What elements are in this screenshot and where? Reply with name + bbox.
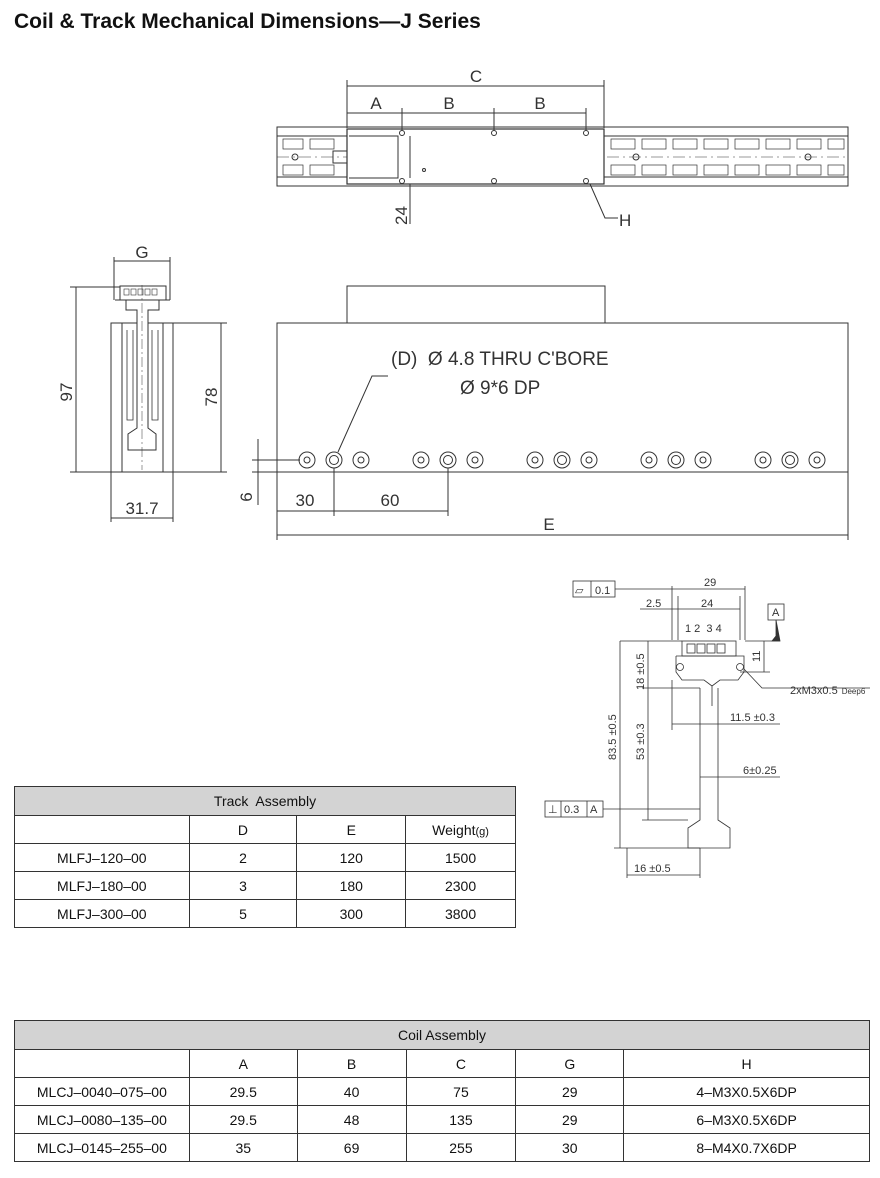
table-cell: 29.5 xyxy=(188,1077,298,1106)
track-assembly-table: Track Assembly D E Weight(g) MLFJ–120–00… xyxy=(14,786,516,928)
dim-78-label: 78 xyxy=(202,388,221,407)
table-cell: 3800 xyxy=(405,899,516,928)
detail-dim-16: 16 ±0.5 xyxy=(634,863,671,875)
table-cell: MLCJ–0040–075–00 xyxy=(14,1077,190,1106)
table-cell: 30 xyxy=(515,1133,625,1162)
bore-holes xyxy=(298,451,826,469)
perp-value: 0.3 xyxy=(564,804,579,816)
table-cell: 40 xyxy=(296,1077,407,1106)
top-view xyxy=(276,80,849,224)
column-header xyxy=(14,1049,190,1078)
table-cell: 5 xyxy=(188,899,298,928)
column-header: D xyxy=(188,815,298,844)
table-row: MLCJ–0080–135–00 29.5 48 135 29 6–M3X0.5… xyxy=(14,1105,870,1134)
table-cell: MLCJ–0080–135–00 xyxy=(14,1105,190,1134)
track-table-title: Track Assembly xyxy=(14,786,516,816)
dim-h-label: H xyxy=(619,211,631,230)
dim-c-label: C xyxy=(470,67,482,86)
table-cell: 35 xyxy=(188,1133,298,1162)
column-header: C xyxy=(405,1049,517,1078)
table-cell: 29 xyxy=(515,1077,625,1106)
dim-60-label: 60 xyxy=(381,491,400,510)
column-header: A xyxy=(188,1049,298,1078)
flatness-value: 0.1 xyxy=(595,585,610,597)
table-cell: MLFJ–300–00 xyxy=(14,899,190,928)
detail-dim-83-5: 83.5 ±0.5 xyxy=(607,714,619,760)
detail-dim-53: 53 ±0.3 xyxy=(635,723,647,760)
datum-a-label: A xyxy=(772,607,780,619)
table-row: MLCJ–0145–255–00 35 69 255 30 8–M4X0.7X6… xyxy=(14,1133,870,1162)
table-header-row: A B C G H xyxy=(14,1049,870,1078)
table-row: MLCJ–0040–075–00 29.5 40 75 29 4–M3X0.5X… xyxy=(14,1077,870,1106)
table-title-row: Track Assembly xyxy=(14,786,516,816)
table-cell: 29.5 xyxy=(188,1105,298,1134)
column-header xyxy=(14,815,190,844)
detail-dim-11-5: 11.5 ±0.3 xyxy=(730,712,775,724)
dim-30-label: 30 xyxy=(296,491,315,510)
table-cell: 2 xyxy=(188,843,298,872)
detail-dim-29: 29 xyxy=(704,577,716,589)
table-cell: 6–M3X0.5X6DP xyxy=(623,1105,870,1134)
column-header: H xyxy=(623,1049,870,1078)
end-view xyxy=(70,257,227,522)
column-header: G xyxy=(515,1049,625,1078)
table-row: MLFJ–180–00 3 180 2300 xyxy=(14,871,516,900)
detail-dim-11: 11 xyxy=(751,651,763,662)
perp-symbol: ⊥ xyxy=(548,804,558,816)
table-cell: 48 xyxy=(296,1105,407,1134)
flatness-symbol: ▱ xyxy=(575,585,584,597)
table-cell: 3 xyxy=(188,871,298,900)
column-header-weight: Weight(g) xyxy=(405,815,516,844)
table-row: MLFJ–300–00 5 300 3800 xyxy=(14,899,516,928)
dim-b2-label: B xyxy=(534,94,545,113)
table-cell: 4–M3X0.5X6DP xyxy=(623,1077,870,1106)
table-cell: MLFJ–120–00 xyxy=(14,843,190,872)
dim-e-label: E xyxy=(543,515,554,534)
dim-b1-label: B xyxy=(443,94,454,113)
column-header: E xyxy=(296,815,407,844)
table-cell: 255 xyxy=(405,1133,517,1162)
detail-view xyxy=(544,580,870,878)
dim-g-label: G xyxy=(135,243,148,262)
dim-24-label: 24 xyxy=(392,206,411,225)
detail-dim-24: 24 xyxy=(701,598,713,610)
dim-a-label: A xyxy=(370,94,382,113)
table-cell: 75 xyxy=(405,1077,517,1106)
dim-97-label: 97 xyxy=(57,383,76,402)
table-cell: 300 xyxy=(296,899,407,928)
table-cell: MLFJ–180–00 xyxy=(14,871,190,900)
bore-note-line2: Ø 9*6 DP xyxy=(460,378,540,399)
dim-6-label: 6 xyxy=(237,492,256,501)
coil-table-title: Coil Assembly xyxy=(14,1020,870,1050)
table-header-row: D E Weight(g) xyxy=(14,815,516,844)
coil-assembly-table: Coil Assembly A B C G H MLCJ–0040–075–00… xyxy=(14,1020,870,1162)
page-title: Coil & Track Mechanical Dimensions—J Ser… xyxy=(14,10,481,33)
table-title-row: Coil Assembly xyxy=(14,1020,870,1050)
detail-dim-2-5: 2.5 xyxy=(646,598,661,610)
table-row: MLFJ–120–00 2 120 1500 xyxy=(14,843,516,872)
table-cell: 8–M4X0.7X6DP xyxy=(623,1133,870,1162)
table-cell: 2300 xyxy=(405,871,516,900)
pin-numbers: 1 2 3 4 xyxy=(685,623,722,635)
table-cell: 135 xyxy=(405,1105,517,1134)
dim-31-7-label: 31.7 xyxy=(125,499,158,518)
table-cell: 29 xyxy=(515,1105,625,1134)
side-view xyxy=(252,285,849,540)
detail-dim-6: 6±0.25 xyxy=(743,765,777,777)
table-cell: 1500 xyxy=(405,843,516,872)
detail-dim-18: 18 ±0.5 xyxy=(635,653,647,690)
table-cell: 180 xyxy=(296,871,407,900)
table-cell: MLCJ–0145–255–00 xyxy=(14,1133,190,1162)
column-header: B xyxy=(296,1049,407,1078)
table-cell: 120 xyxy=(296,843,407,872)
detail-labels: ▱ 0.1 29 2.5 24 A 1 2 3 4 11 18 ±0.5 2xM… xyxy=(548,577,866,875)
bore-note-line1: (D) Ø 4.8 THRU C'BORE xyxy=(391,349,609,370)
table-cell: 69 xyxy=(296,1133,407,1162)
perp-datum: A xyxy=(590,804,598,816)
